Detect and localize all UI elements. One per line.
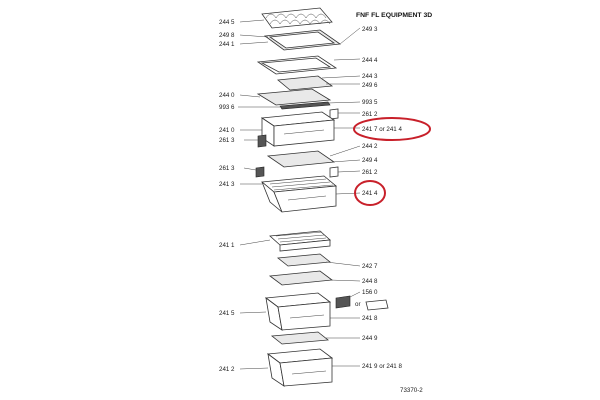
highlight-ring-2417	[353, 117, 431, 141]
drawer-upper	[260, 111, 336, 147]
label-2448: 244 8	[362, 278, 378, 285]
label-2411: 241 1	[219, 242, 235, 249]
label-2444: 244 4	[362, 57, 378, 64]
glass-divider	[266, 150, 336, 168]
callout-labels: 244 5 249 8 244 1 249 3 244 4 244 3 249 …	[219, 19, 402, 373]
label-2449: 244 9	[362, 335, 378, 342]
label-2413: 241 3	[219, 181, 235, 188]
figure-code: 73370-2	[400, 387, 423, 394]
label-2418: 241 8	[362, 315, 378, 322]
glass-cover	[256, 88, 332, 106]
label-2419-or-2418: 241 9 or 241 8	[362, 363, 402, 370]
label-2442: 244 2	[362, 143, 378, 150]
label-2427: 242 7	[362, 263, 378, 270]
label-2445: 244 5	[219, 19, 235, 26]
trim-bar	[279, 101, 331, 110]
shelf-frame	[256, 55, 338, 75]
crisper-drawer	[264, 292, 332, 331]
clip-left-mid	[255, 166, 265, 178]
label-2412: 241 2	[219, 366, 235, 373]
label-2613-mid: 261 3	[219, 165, 235, 172]
basket-tray	[269, 230, 331, 252]
highlight-ring-2414	[354, 180, 386, 206]
glass-248	[268, 270, 334, 286]
wine-rack	[261, 7, 333, 29]
label-9935: 993 5	[362, 99, 378, 106]
label-2415: 241 5	[219, 310, 235, 317]
label-2443: 244 3	[362, 73, 378, 80]
clip-left-top	[257, 134, 267, 148]
drawer-lower	[261, 175, 337, 213]
clip-right-mid	[329, 166, 339, 178]
label-2441: 244 1	[219, 41, 235, 48]
glass-249	[270, 331, 330, 345]
label-2417-or-2414: 241 7 or 241 4	[362, 126, 402, 133]
label-9936: 993 6	[219, 104, 235, 111]
accessory-alt	[365, 299, 389, 311]
glass-shelf-top	[263, 29, 342, 51]
label-2440: 244 0	[219, 92, 235, 99]
leader-lines	[238, 19, 361, 370]
label-2613-top: 261 3	[219, 137, 235, 144]
glass-242	[276, 253, 332, 267]
diagram-title: FNF FL EQUIPMENT 3D	[356, 12, 432, 19]
label-2410: 241 0	[219, 127, 235, 134]
label-or: or	[355, 301, 361, 308]
label-2493: 249 3	[362, 26, 378, 33]
label-1560: 156 0	[362, 289, 378, 296]
label-2498: 249 8	[219, 32, 235, 39]
glass-panel	[277, 75, 334, 91]
label-2414: 241 4	[362, 190, 378, 197]
accessory-1560	[335, 295, 351, 309]
label-2612-top: 261 2	[362, 111, 378, 118]
label-2612-mid: 261 2	[362, 169, 378, 176]
label-2496: 249 6	[362, 82, 378, 89]
bottom-drawer	[266, 348, 334, 387]
clip-right-top	[329, 108, 339, 120]
label-2494: 249 4	[362, 157, 378, 164]
